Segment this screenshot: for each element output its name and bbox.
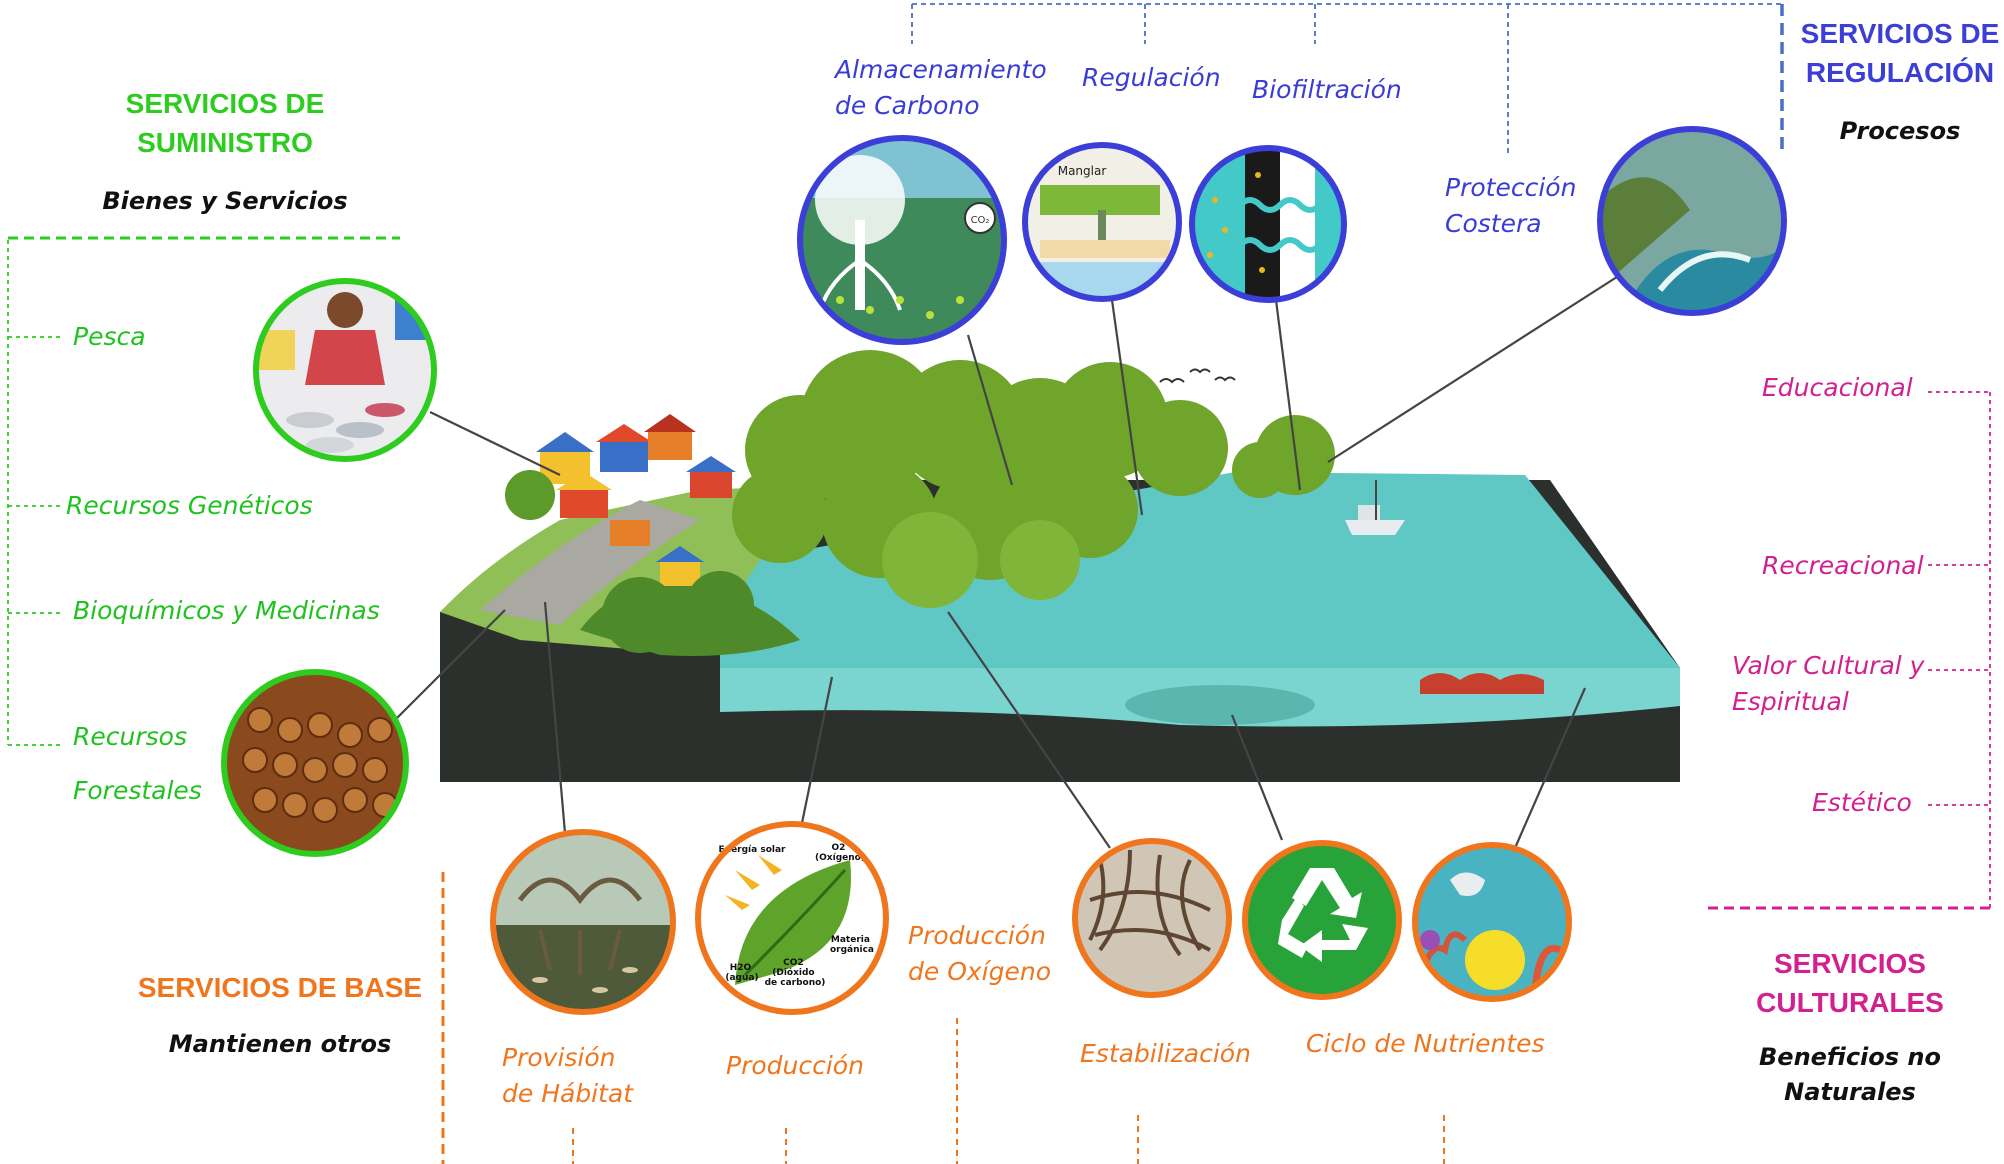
cultural-item-recreacional: Recreacional (1762, 551, 1924, 580)
cultural-bracket (1708, 391, 1991, 910)
carbon-storage-icon: CO₂ (797, 135, 1007, 345)
base-bracket (441, 872, 1445, 1164)
sea-surface (720, 472, 1680, 668)
supply-bracket (7, 236, 400, 746)
regulation-item-biofiltracion: Biofiltración (1252, 75, 1402, 104)
fishing-vignette (253, 278, 437, 462)
boat-icon (1345, 480, 1405, 535)
co2-badge: CO₂ (971, 215, 990, 226)
biofiltration-icon (1189, 145, 1347, 303)
cultural-item-educacional: Educacional (1762, 373, 1913, 402)
firewood-vignette (221, 669, 409, 857)
village (536, 414, 736, 586)
supply-item-recursos-geneticos: Recursos Genéticos (66, 491, 313, 520)
recycle-icon (1242, 840, 1402, 1000)
base-subtitle: Mantienen otros (168, 1030, 392, 1058)
h2o-label: H2O (agua) (725, 963, 758, 983)
cultural-item-valor-cultural: Valor Cultural y Espiritual (1732, 651, 1925, 717)
organic-matter-label: Materia orgánica (830, 935, 874, 955)
base-item-estabilizacion: Estabilización (1080, 1039, 1251, 1068)
base-item-oxigeno: Producción de Oxígeno (908, 921, 1052, 987)
base-item-habitat: Provisión de Hábitat (502, 1043, 634, 1109)
o2-label: O2 (Oxígeno) (815, 843, 865, 863)
reef (1420, 673, 1544, 694)
regulation-item-regulacion: Regulación (1082, 63, 1221, 92)
supply-subtitle: Bienes y Servicios (102, 187, 348, 215)
regulation-subtitle: Procesos (1839, 117, 1961, 145)
solar-energy-label: Energía solar (719, 845, 787, 855)
birds-icon (1159, 368, 1236, 384)
mangrove-badge: Manglar (1058, 164, 1107, 178)
photosynthesis-icon: Energía solar O2 (Oxígeno) Materia orgán… (695, 821, 889, 1015)
supply-item-recursos-forestales: Recursos Forestales (73, 722, 202, 805)
cultural-item-estetico: Estético (1812, 788, 1912, 817)
regulation-item-carbono: Almacenamiento de Carbono (835, 55, 1047, 121)
regulation-item-proteccion-costera: Protección Costera (1445, 173, 1577, 239)
coastal-protection-icon (1597, 126, 1787, 316)
roots-icon (1072, 838, 1232, 998)
cultural-subtitle: Beneficios no Naturales (1759, 1043, 1941, 1106)
base-item-produccion: Producción (726, 1051, 864, 1080)
base-title: SERVICIOS DE BASE (137, 972, 423, 1003)
supply-title: SERVICIOS DE SUMINISTRO (125, 88, 325, 159)
cultural-title: SERVICIOS CULTURALES (1756, 948, 1944, 1019)
base-item-ciclo-nutrientes: Ciclo de Nutrientes (1306, 1029, 1545, 1058)
regulation-title: SERVICIOS DE REGULACIÓN (1800, 18, 2000, 89)
seagrass-bed (1125, 685, 1315, 725)
supply-item-pesca: Pesca (73, 322, 146, 351)
co2-label: CO2 (Dióxido de carbono) (765, 958, 826, 988)
water-regulation-icon: Manglar (1022, 142, 1182, 302)
regulation-bracket (911, 3, 1784, 153)
mangrove-forest (505, 350, 1335, 653)
habitat-icon (490, 829, 676, 1015)
coral-reef-icon (1412, 842, 1572, 1002)
connector-lines (394, 274, 1621, 849)
supply-item-bioquimicos: Bioquímicos y Medicinas (73, 596, 380, 625)
